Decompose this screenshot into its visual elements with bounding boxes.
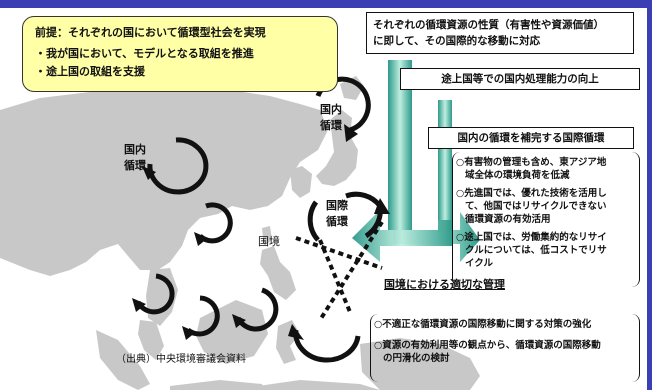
international-cycle-label: 国際 循環 bbox=[326, 199, 348, 228]
premise-box: 前提：それぞれの国において循環型社会を実現 ・我が国において、モデルとなる取組を… bbox=[22, 16, 338, 92]
complement-text: 国内の循環を補完する国際循環 bbox=[457, 132, 605, 144]
complement-list: ○有害物の管理も含め、東アジア地 域全体の環境負荷を低減 ○先進国では、優れた技… bbox=[456, 156, 640, 275]
land-masses bbox=[0, 76, 480, 390]
premise-title: 前提：それぞれの国において循環型社会を実現 bbox=[35, 26, 266, 39]
bottom-list-bracket bbox=[370, 314, 640, 382]
capacity-text: 途上国等での国内処理能力の向上 bbox=[441, 73, 599, 85]
header-box: それぞれの循環資源の性質（有害性や資源価値） に即して、その国際的な移動に対応 bbox=[366, 12, 634, 54]
east-asia-map bbox=[0, 60, 480, 390]
list-item: ○途上国では、労働集約的なリサイ クルについては、低コストでリサ イクル bbox=[456, 232, 607, 269]
header-line: に即して、その国際的な移動に対応 bbox=[373, 35, 541, 47]
cycle-arrowheads bbox=[132, 124, 390, 340]
domestic-cycle-china-label: 国内 循環 bbox=[124, 143, 146, 172]
source-note: （出典）中央環境審議会資料 bbox=[116, 354, 246, 365]
complement-list-bracket bbox=[452, 152, 640, 287]
right-accent-bar bbox=[647, 0, 652, 390]
border-label: 国境 bbox=[258, 235, 280, 248]
cycle-arrows bbox=[135, 76, 383, 363]
header-line: それぞれの循環資源の性質（有害性や資源価値） bbox=[373, 19, 604, 31]
complement-box: 国内の循環を補完する国際循環 bbox=[428, 127, 634, 149]
top-accent-bar bbox=[0, 0, 652, 8]
border-management-heading: 国境における適切な管理 bbox=[384, 278, 505, 291]
list-item: ○不適正な循環資源の国際移動に関する対策の強化 bbox=[374, 319, 592, 330]
border-dotted-lines bbox=[295, 220, 384, 322]
list-item: ○資源の有効利用等の観点から、循環資源の国際移動 の円滑化の検討 bbox=[374, 340, 601, 364]
capacity-box: 途上国等での国内処理能力の向上 bbox=[400, 68, 640, 90]
premise-bullet: ・我が国において、モデルとなる取組を推進 bbox=[35, 47, 254, 60]
domestic-cycle-japan-label: 国内 循環 bbox=[320, 103, 342, 132]
list-item: ○有害物の管理も含め、東アジア地 域全体の環境負荷を低減 bbox=[456, 157, 607, 181]
premise-bullet: ・途上国の取組を支援 bbox=[35, 65, 145, 78]
list-item: ○先進国では、優れた技術を活用し て、他国ではリサイクルできない 循環資源の有効… bbox=[456, 188, 607, 225]
bottom-list: ○不適正な循環資源の国際移動に関する対策の強化 ○資源の有効利用等の観点から、循… bbox=[374, 318, 640, 370]
